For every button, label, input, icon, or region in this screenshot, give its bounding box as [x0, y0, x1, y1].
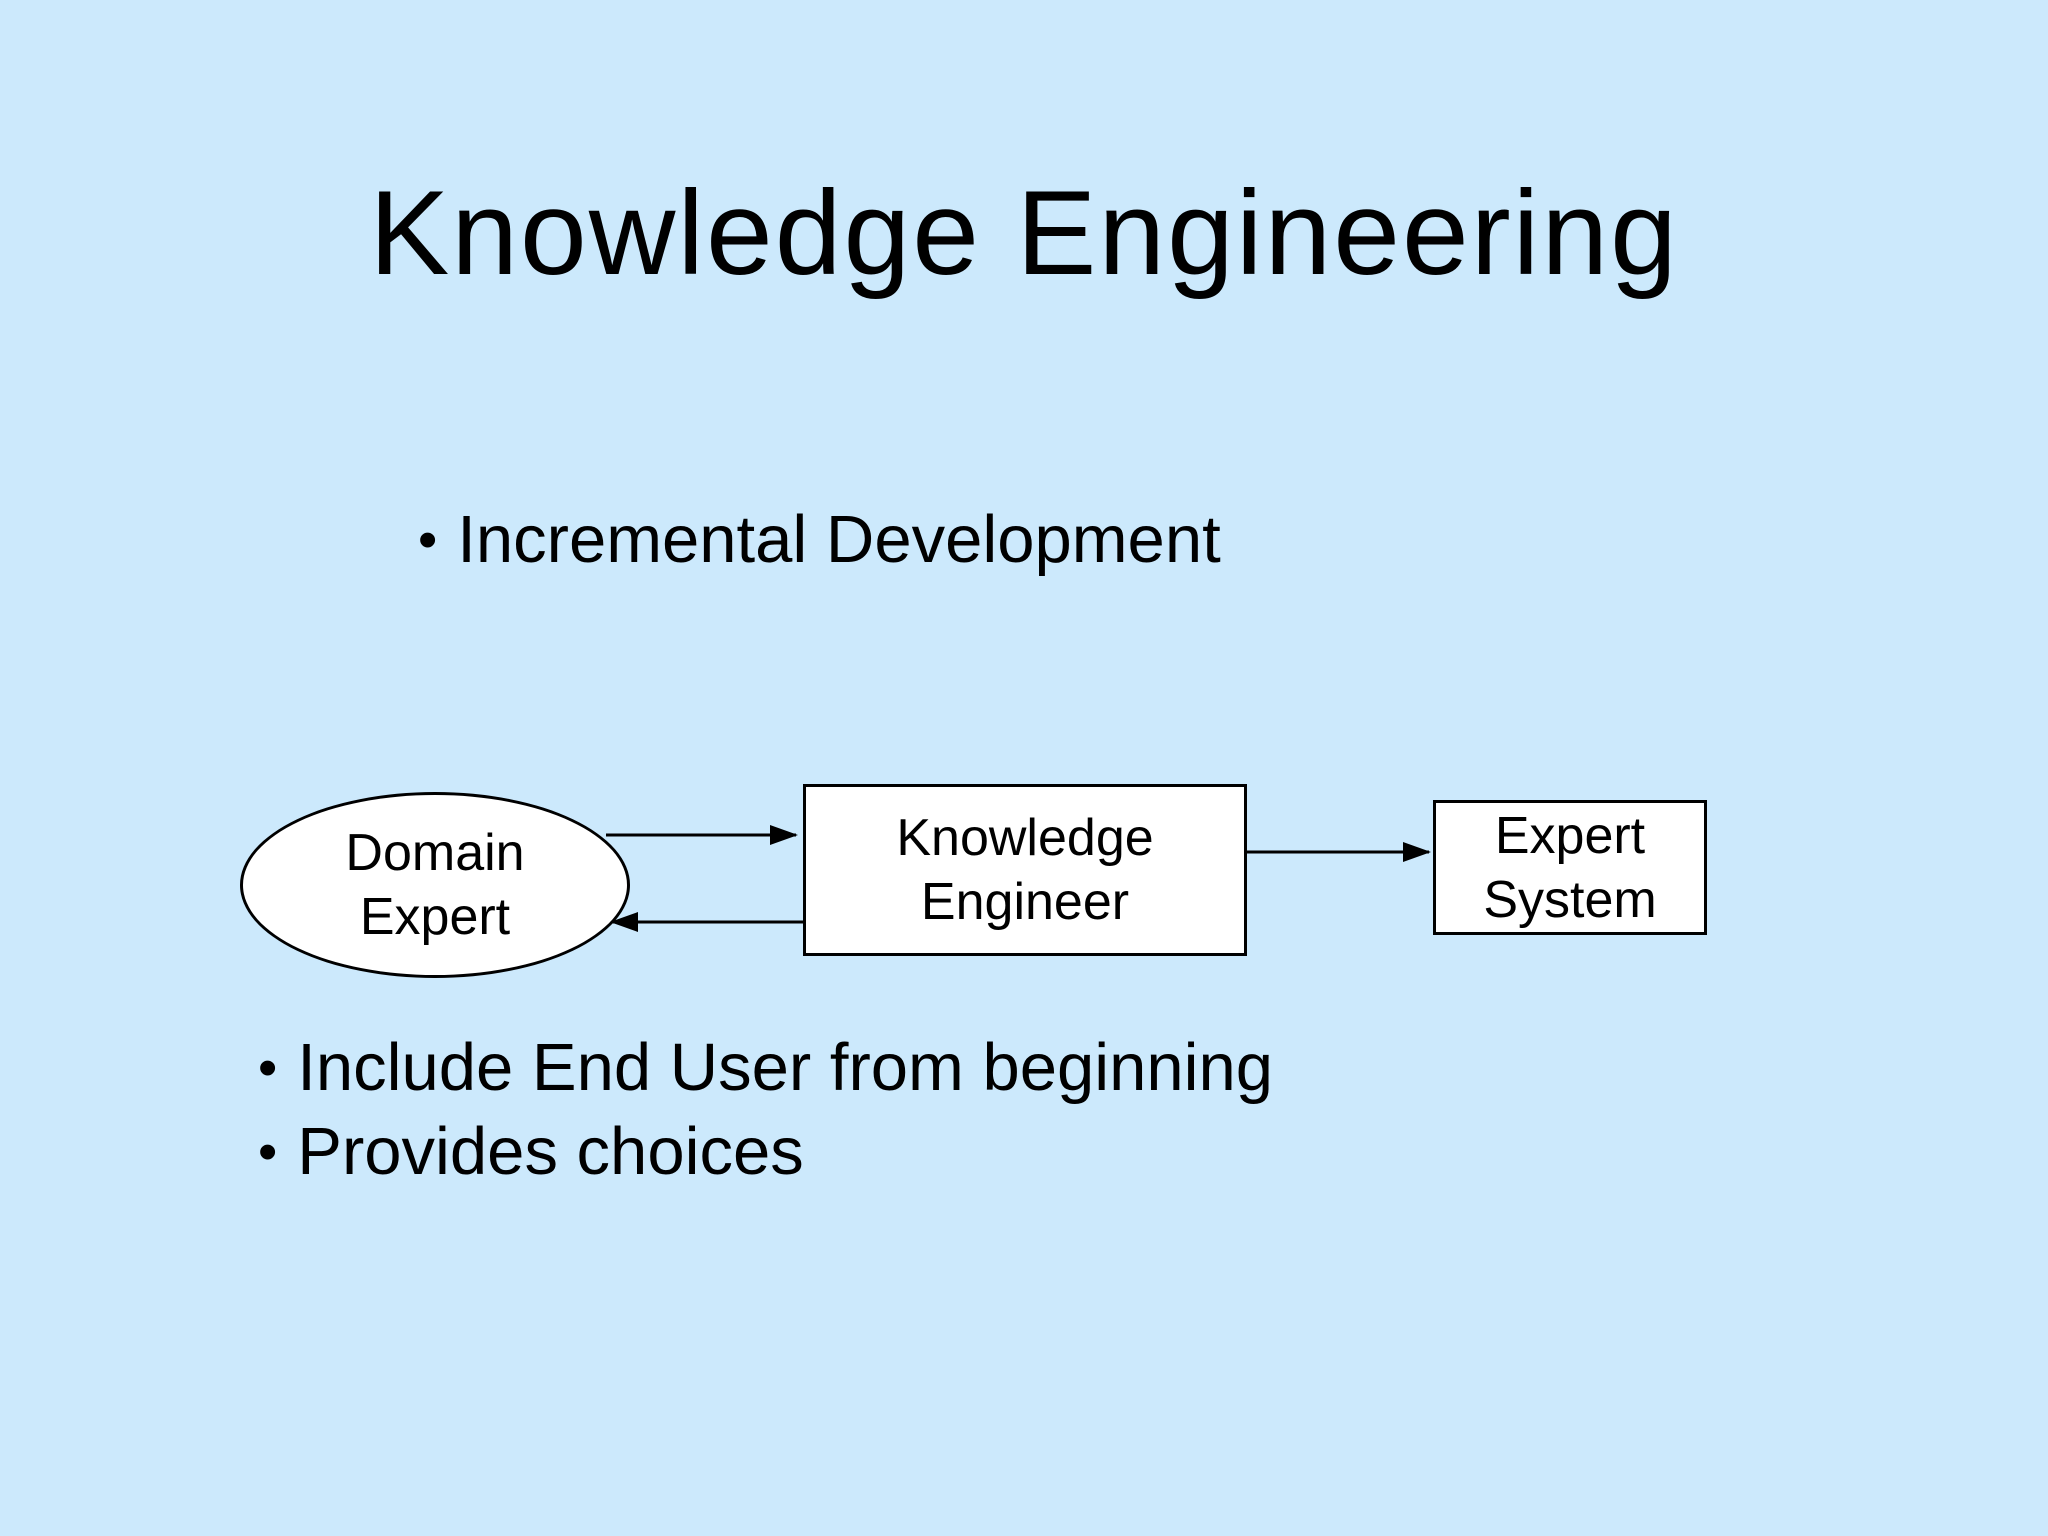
diagram-node-domain-expert: Domain Expert — [240, 792, 630, 978]
bullet-icon: • — [258, 1036, 278, 1098]
bullet-icon: • — [258, 1120, 278, 1182]
node-label-line: Expert — [359, 888, 511, 946]
node-label-line: Knowledge — [896, 809, 1154, 867]
bullet-text: Incremental Development — [457, 502, 1221, 577]
node-label-line: System — [1483, 870, 1657, 929]
bullet-text: Provides choices — [297, 1114, 804, 1189]
diagram-node-expert-system: Expert System — [1433, 800, 1707, 935]
bullet-item-provides-choices: • Provides choices — [258, 1112, 804, 1191]
node-label-line: Engineer — [920, 873, 1130, 931]
slide-title: Knowledge Engineering — [369, 166, 1679, 300]
bullet-text: Include End User from beginning — [297, 1030, 1274, 1105]
node-label-line: Domain — [345, 824, 525, 882]
bullet-item-include-end-user: • Include End User from beginning — [258, 1028, 1273, 1107]
node-label-line: Expert — [1494, 806, 1646, 865]
diagram-node-knowledge-engineer: Knowledge Engineer — [803, 784, 1247, 956]
bullet-icon: • — [418, 508, 438, 570]
bullet-item-incremental-development: • Incremental Development — [418, 500, 1221, 579]
